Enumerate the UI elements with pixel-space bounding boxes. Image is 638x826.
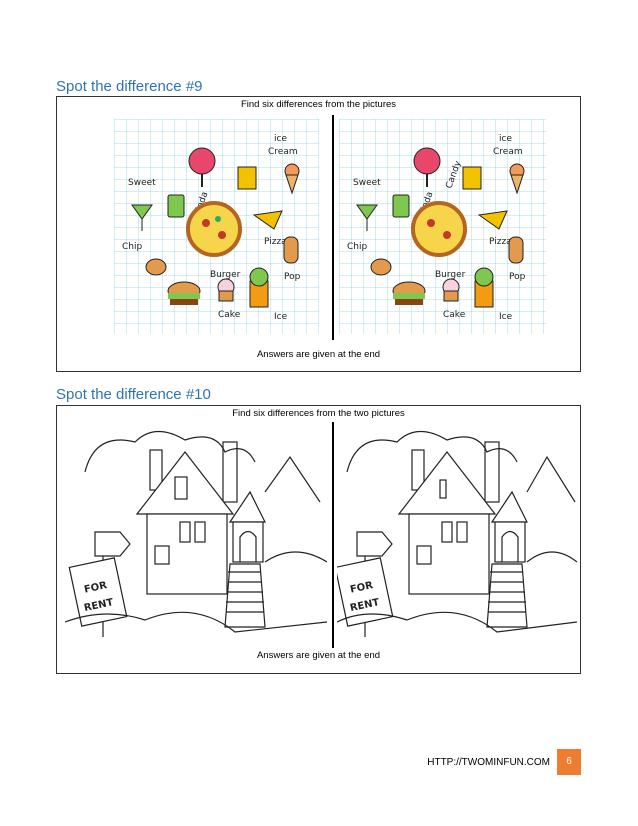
svg-text:Chip: Chip	[347, 242, 367, 252]
puzzle-10-right-image: FOR RENT	[337, 430, 577, 637]
svg-text:Cake: Cake	[218, 310, 241, 320]
svg-text:Sweet: Sweet	[128, 178, 156, 188]
svg-text:ice: ice	[499, 134, 512, 144]
svg-text:Ice: Ice	[499, 312, 513, 322]
svg-text:Ice: Ice	[274, 312, 288, 322]
puzzle-10-divider	[332, 422, 334, 648]
puzzle-10-left-image: FOR RENT	[65, 430, 327, 637]
puzzle-10-right-sign-line1: FOR	[349, 580, 374, 596]
puzzle-10-instruction: Find six differences from the two pictur…	[232, 408, 405, 419]
puzzle-9-frame: Find six differences from the pictures i…	[56, 96, 581, 372]
puzzle-10-frame: Find six differences from the two pictur…	[56, 405, 581, 674]
svg-text:Pizza: Pizza	[489, 237, 512, 247]
svg-text:Burger: Burger	[210, 270, 241, 280]
puzzle-10-answers-note: Answers are given at the end	[256, 650, 381, 661]
svg-text:Pop: Pop	[284, 272, 301, 282]
footer-website-link[interactable]: HTTP://TWOMINFUN.COM	[427, 757, 550, 768]
puzzle-9-answers-note: Answers are given at the end	[256, 349, 381, 360]
puzzle-9-divider	[332, 115, 334, 340]
puzzle-10-title: Spot the difference #10	[56, 386, 211, 403]
svg-text:Cream: Cream	[268, 147, 298, 157]
svg-text:Chip: Chip	[122, 242, 142, 252]
svg-text:Cream: Cream	[493, 147, 523, 157]
svg-text:Pop: Pop	[509, 272, 526, 282]
page-number-badge: 6	[557, 749, 581, 775]
svg-text:Cake: Cake	[443, 310, 466, 320]
puzzle-9-instruction: Find six differences from the pictures	[240, 99, 397, 110]
svg-text:Pizza: Pizza	[264, 237, 287, 247]
svg-text:Burger: Burger	[435, 270, 466, 280]
svg-text:Sweet: Sweet	[353, 178, 381, 188]
puzzle-9-title: Spot the difference #9	[56, 78, 203, 95]
svg-text:ice: ice	[274, 134, 287, 144]
puzzle-10-left-sign-line1: FOR	[83, 580, 108, 596]
